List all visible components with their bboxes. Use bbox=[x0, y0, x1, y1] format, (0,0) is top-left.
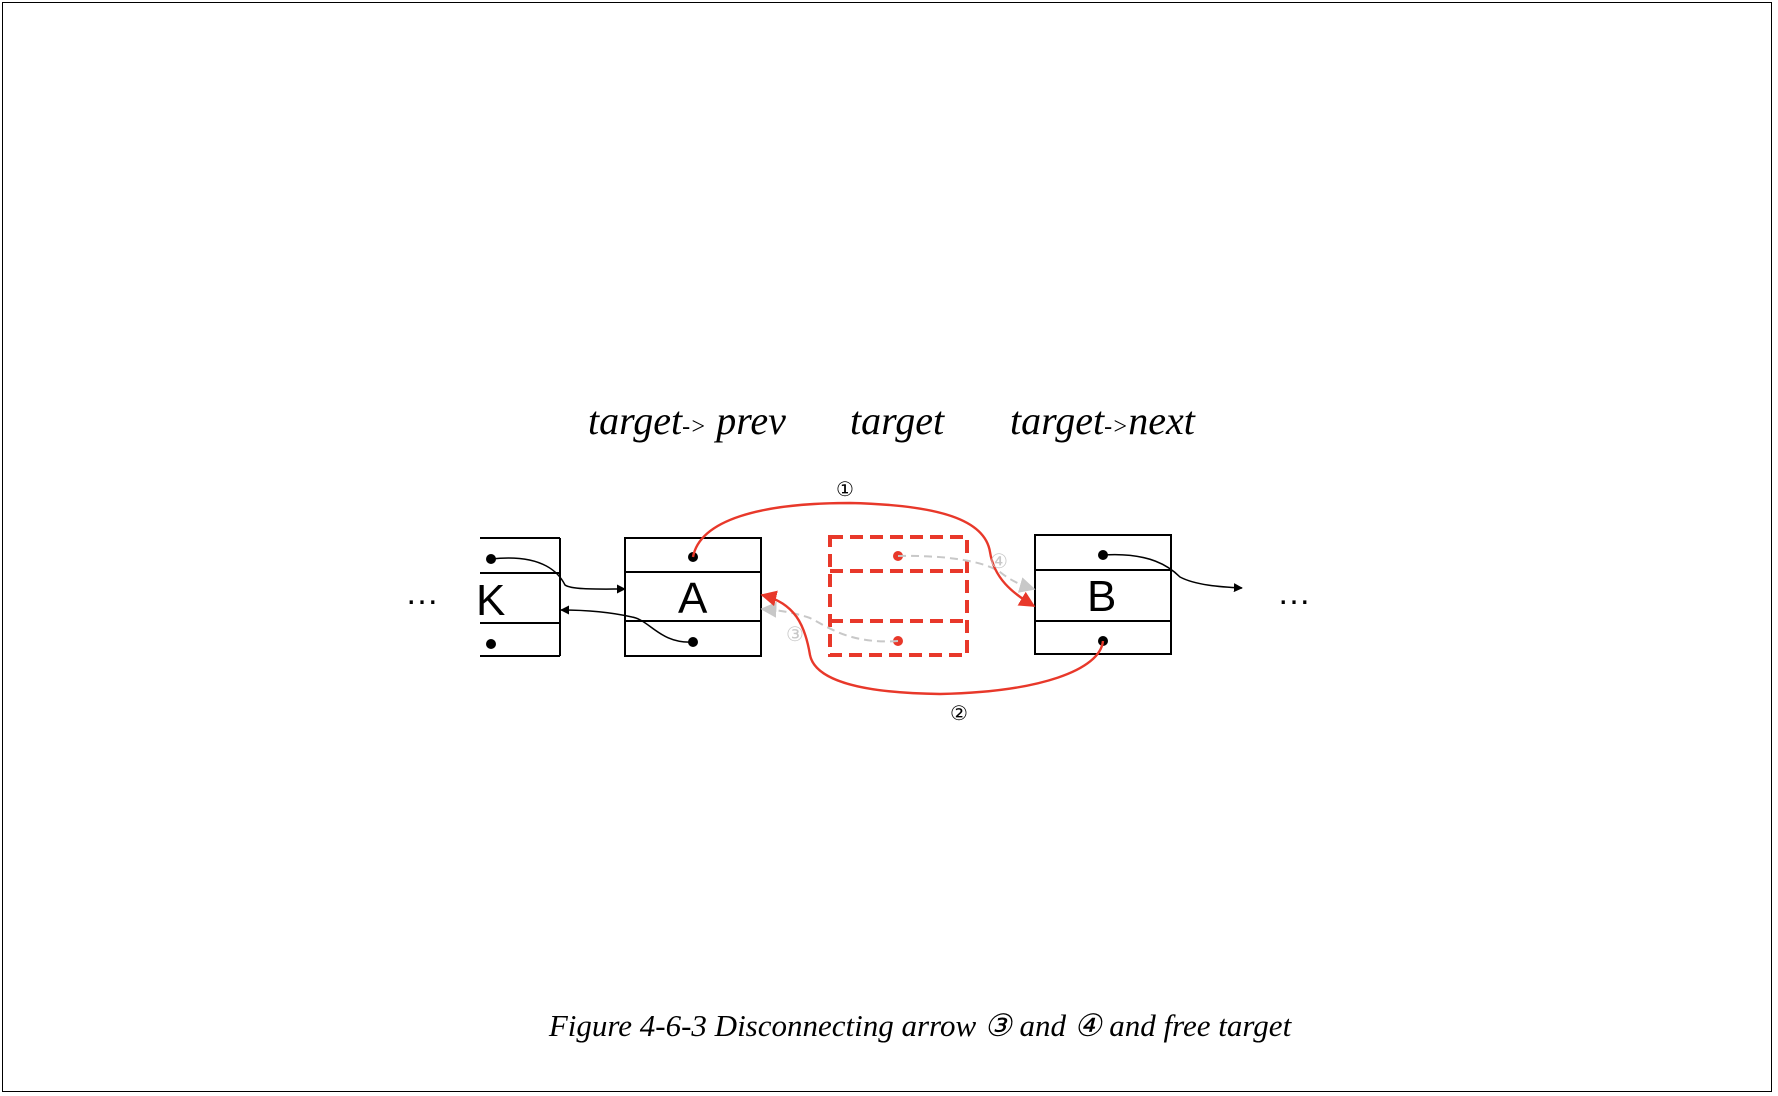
arrow-a-prev-to-k bbox=[560, 605, 694, 643]
arrow-1 bbox=[691, 501, 1036, 608]
marker-3: ③ bbox=[786, 622, 804, 646]
arrow-2 bbox=[760, 590, 1105, 696]
label-target-next: target->next bbox=[1010, 398, 1196, 443]
node-k bbox=[480, 537, 561, 657]
figure-caption: Figure 4-6-3 Disconnecting arrow ③ and ④… bbox=[548, 1008, 1293, 1043]
arrow-k-next-to-a bbox=[490, 557, 626, 594]
ellipsis-left: … bbox=[405, 574, 439, 612]
arrow-b-next-out bbox=[1102, 553, 1243, 593]
arrow-3-faded bbox=[760, 601, 899, 643]
ellipsis-right: … bbox=[1277, 574, 1311, 612]
node-target bbox=[828, 535, 969, 657]
marker-4: ④ bbox=[990, 549, 1008, 573]
label-target: target bbox=[850, 398, 945, 443]
label-target-prev: target-> prev bbox=[588, 398, 786, 443]
node-b-label: B bbox=[1087, 572, 1116, 621]
marker-2: ② bbox=[950, 701, 968, 725]
node-a-label: A bbox=[678, 574, 708, 623]
marker-1: ① bbox=[836, 477, 854, 501]
node-k-label: K bbox=[476, 576, 505, 625]
node-k-prev-dot bbox=[486, 639, 496, 649]
